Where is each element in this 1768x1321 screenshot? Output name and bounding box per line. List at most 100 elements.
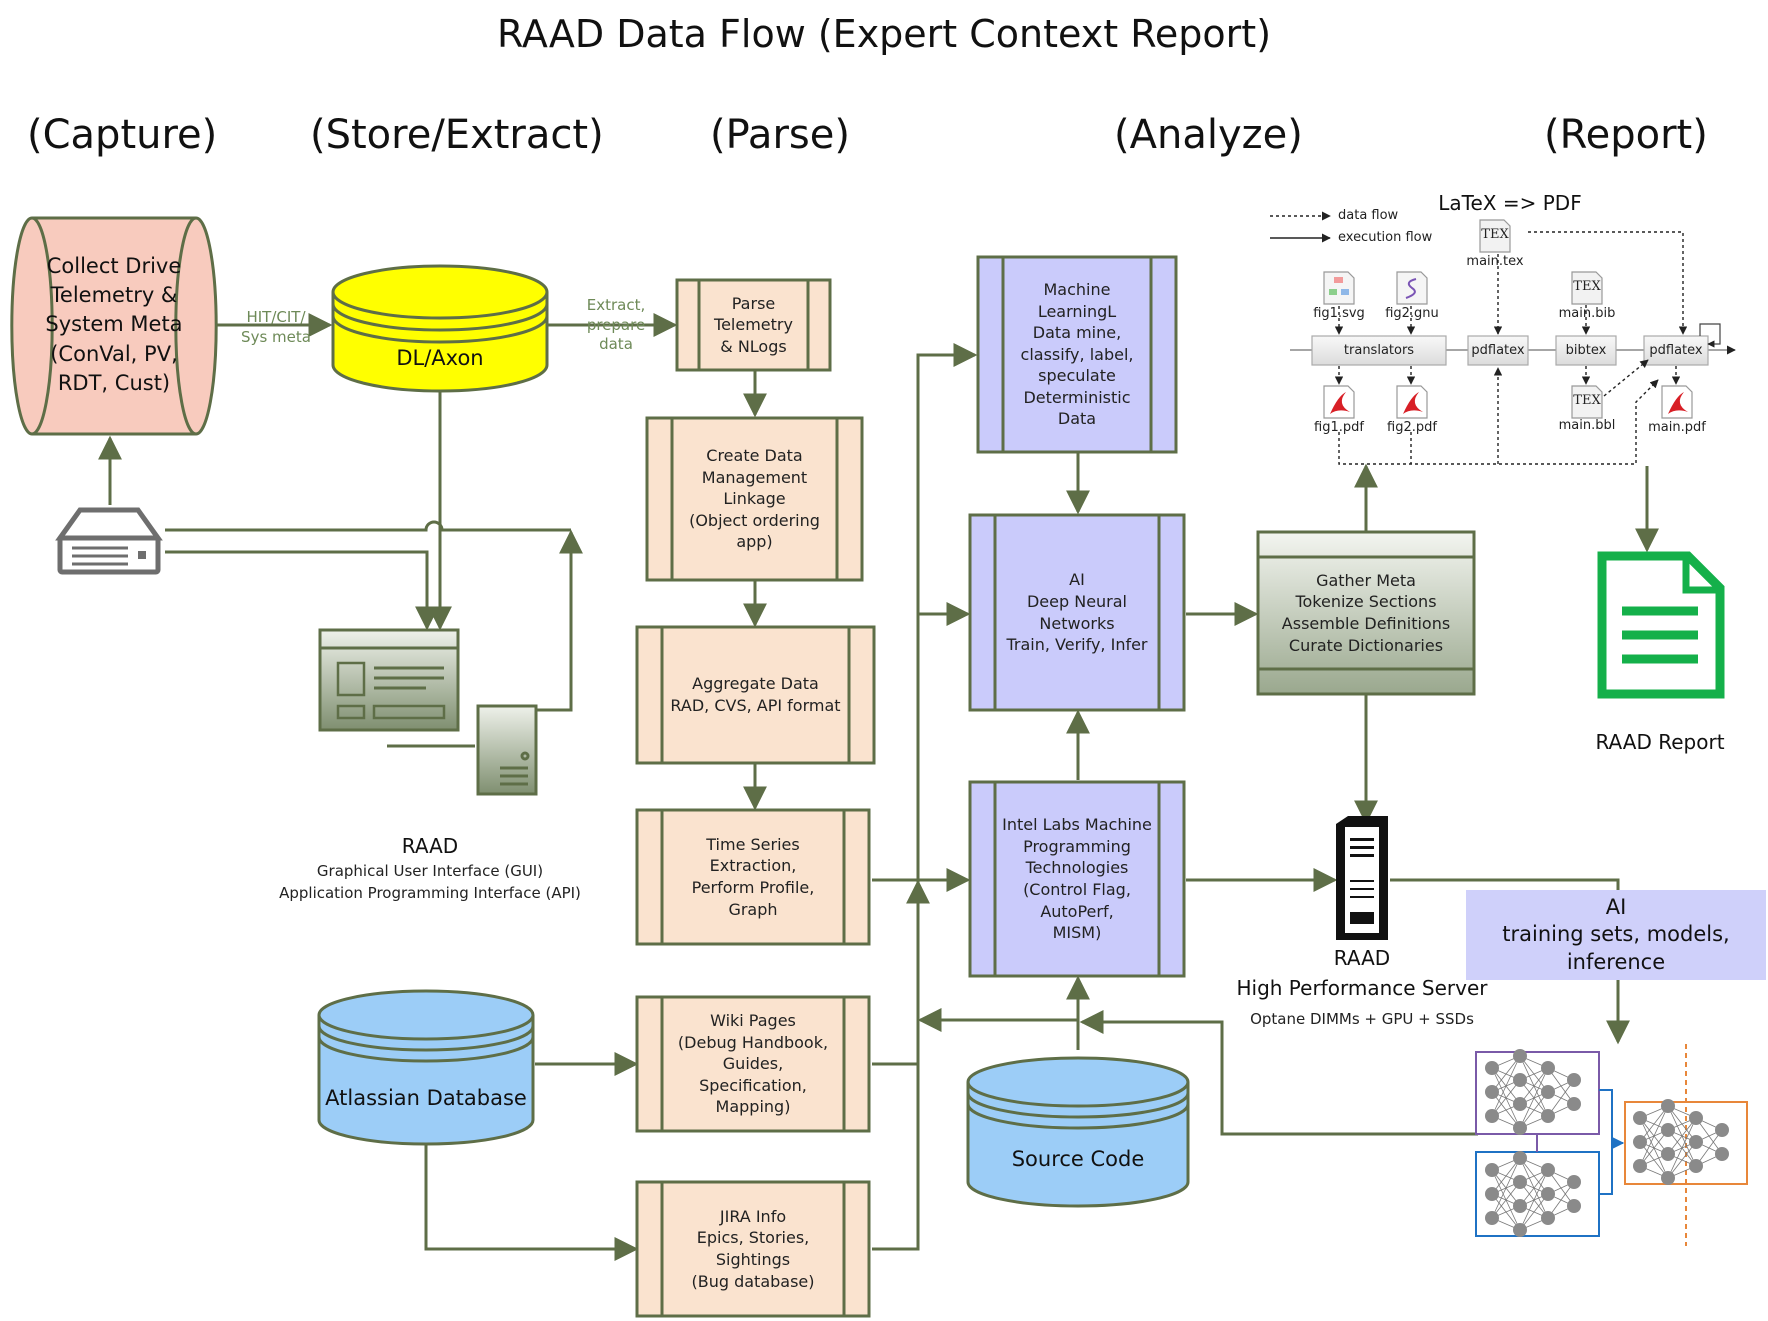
source-code-label: Source Code (1011, 1147, 1145, 1171)
latex-title: LaTeX => PDF (1438, 191, 1582, 215)
nn-edge (1519, 1067, 1549, 1129)
gui-window-icon (318, 628, 460, 732)
atlassian-label: Atlassian Database (325, 1086, 527, 1110)
stage-analyze: (Analyze) (1114, 112, 1303, 158)
gui-label: Graphical User Interface (GUI) (316, 862, 544, 880)
source-code-cylinder (966, 1056, 1190, 1208)
arrow-drive-to-gui (165, 550, 439, 631)
stage-parse: (Parse) (710, 112, 850, 158)
server-hardware: Optane DIMMs + GPU + SSDs (1250, 1010, 1474, 1028)
nn-node (1485, 1085, 1499, 1099)
ai-training-label: AI training sets, models, inference (1502, 895, 1730, 974)
pdflatex-box-1 (1467, 335, 1529, 366)
bibtex-label: bibtex (1565, 343, 1607, 358)
latex-pipeline (1270, 211, 1736, 465)
server-tower-icon (476, 704, 538, 796)
pdflatex-box-2 (1643, 335, 1709, 366)
nn-node (1485, 1109, 1499, 1123)
raad-report-icon (1597, 551, 1725, 699)
aggregate-data-box: Aggregate Data RAD, CVS, API format (670, 674, 841, 715)
edge-label-hit: HIT/CIT/ Sys meta (241, 308, 311, 346)
nn-node (1689, 1159, 1703, 1173)
nn-node (1485, 1061, 1499, 1075)
nn-node (1661, 1147, 1675, 1161)
main-pdf-icon (1661, 385, 1693, 419)
main-bbl-icon (1571, 385, 1603, 419)
ai-training-label-box (1466, 890, 1766, 980)
create-data-box: Create Data Management Linkage (Object o… (689, 446, 820, 552)
main-tex-glyph: TEX (1481, 227, 1509, 242)
neural-network-icons (1475, 1044, 1748, 1246)
gather-box (1256, 530, 1476, 696)
bibtex-box (1555, 335, 1617, 366)
stage-store-extract: (Store/Extract) (310, 112, 604, 158)
nn-node (1567, 1097, 1581, 1111)
nn-node (1485, 1211, 1499, 1225)
api-label: Application Programming Interface (API) (279, 884, 581, 902)
nn-node (1567, 1073, 1581, 1087)
main-tex-icon (1479, 219, 1511, 253)
intel-labs-box: Intel Labs Machine Programming Technolog… (1002, 815, 1152, 943)
raad-report-label: RAAD Report (1595, 730, 1725, 754)
nn-node (1513, 1097, 1527, 1111)
main-bbl-glyph: TEX (1573, 393, 1601, 408)
nn-node (1541, 1085, 1555, 1099)
nn-node (1513, 1049, 1527, 1063)
nn-node (1715, 1123, 1729, 1137)
nn-edge (1519, 1169, 1549, 1207)
nn-node (1513, 1151, 1527, 1165)
gather-meta-box: Gather Meta Tokenize Sections Assemble D… (1281, 570, 1451, 655)
fig1-pdf-label: fig1.pdf (1314, 420, 1364, 435)
nn-node (1715, 1147, 1729, 1161)
dl-axon-cylinder (331, 264, 549, 393)
drive-icon (55, 507, 163, 575)
latex-file-icons (1323, 219, 1693, 419)
nn-node (1633, 1111, 1647, 1125)
nn-node (1541, 1163, 1555, 1177)
fig1-svg-label: fig1.svg (1313, 306, 1365, 321)
fig1-svg-icon (1323, 271, 1355, 305)
nn-edge (1639, 1105, 1669, 1167)
nn-node (1567, 1199, 1581, 1213)
nn-edge (1547, 1181, 1575, 1219)
capture-cylinder (10, 216, 218, 436)
main-tex-label: main.tex (1466, 254, 1524, 269)
nn-node (1661, 1171, 1675, 1185)
nn-edge (1491, 1157, 1521, 1195)
translators-box (1311, 335, 1447, 366)
nn-node (1485, 1163, 1499, 1177)
page-title: RAAD Data Flow (Expert Context Report) (496, 12, 1272, 56)
nn-node (1567, 1175, 1581, 1189)
time-series-box: Time Series Extraction, Perform Profile,… (691, 834, 815, 919)
nn-edge (1519, 1091, 1549, 1129)
arrow-atlassian-to-jira (424, 1145, 639, 1261)
nn-edge (1667, 1117, 1697, 1155)
nn-node (1633, 1135, 1647, 1149)
nn-edge (1491, 1079, 1521, 1117)
fig2-pdf-label: fig2.pdf (1387, 420, 1437, 435)
nn-edge (1491, 1055, 1521, 1093)
pdflatex-label-2: pdflatex (1649, 343, 1703, 358)
nn-node (1513, 1121, 1527, 1135)
parse-boxes (635, 278, 876, 1318)
main-bbl-label: main.bbl (1558, 418, 1616, 433)
server-subtitle: High Performance Server (1236, 976, 1488, 1000)
fig1-pdf-icon (1323, 385, 1355, 419)
hpc-server-icon (1336, 816, 1388, 940)
line-drive-to-server (165, 520, 571, 532)
bus-to-ml (872, 343, 978, 1251)
main-pdf-label: main.pdf (1648, 420, 1706, 435)
nn-node (1541, 1187, 1555, 1201)
jira-info-box: JIRA Info Epics, Stories, Sightings (Bug… (691, 1206, 815, 1291)
nn-node (1513, 1175, 1527, 1189)
main-bib-icon (1571, 271, 1603, 305)
nn-edge (1491, 1181, 1521, 1219)
nn-edge (1667, 1141, 1697, 1179)
fig2-gnu-label: fig2.gnu (1385, 306, 1439, 321)
nn-node (1633, 1159, 1647, 1173)
stage-report: (Report) (1544, 112, 1708, 158)
line-server-to-ai-label (1390, 878, 1620, 890)
nn-edge (1519, 1067, 1549, 1105)
atlassian-cylinder (317, 989, 535, 1146)
